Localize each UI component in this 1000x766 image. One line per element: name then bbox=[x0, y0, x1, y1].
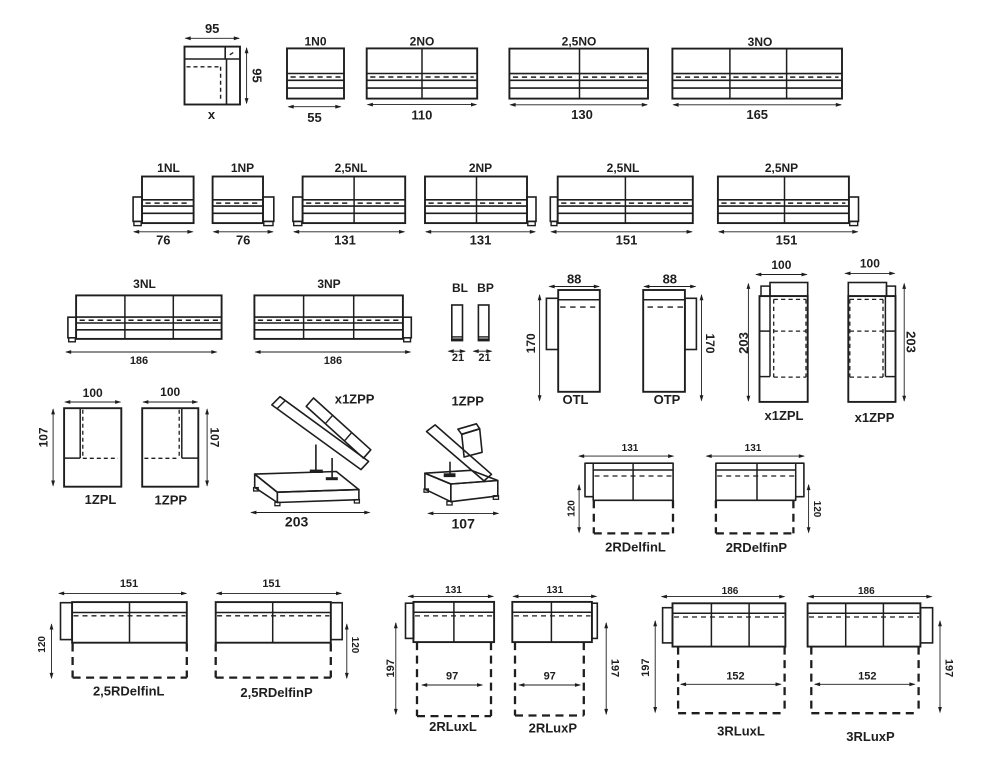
svg-text:131: 131 bbox=[745, 443, 762, 454]
svg-text:100: 100 bbox=[860, 256, 880, 270]
svg-text:186: 186 bbox=[324, 355, 342, 367]
svg-text:88: 88 bbox=[567, 271, 581, 286]
svg-text:170: 170 bbox=[703, 333, 717, 353]
svg-text:120: 120 bbox=[566, 500, 577, 517]
svg-text:197: 197 bbox=[609, 659, 621, 677]
svg-text:2NO: 2NO bbox=[410, 35, 435, 49]
svg-text:203: 203 bbox=[903, 331, 918, 353]
svg-text:107: 107 bbox=[36, 427, 50, 447]
svg-text:21: 21 bbox=[478, 352, 490, 364]
svg-text:197: 197 bbox=[640, 659, 652, 677]
svg-text:3NO: 3NO bbox=[748, 35, 773, 49]
svg-text:2,5NL: 2,5NL bbox=[335, 161, 368, 175]
svg-text:x1ZPP: x1ZPP bbox=[335, 392, 375, 407]
svg-text:2,5NO: 2,5NO bbox=[562, 34, 597, 48]
svg-text:2NP: 2NP bbox=[469, 161, 492, 175]
svg-text:95: 95 bbox=[205, 21, 219, 36]
svg-text:x1ZPP: x1ZPP bbox=[855, 410, 895, 425]
svg-text:3NL: 3NL bbox=[133, 277, 156, 291]
svg-text:2,5NL: 2,5NL bbox=[607, 161, 640, 175]
svg-text:100: 100 bbox=[160, 385, 180, 399]
svg-text:131: 131 bbox=[470, 233, 492, 248]
svg-text:2RLuxL: 2RLuxL bbox=[429, 719, 477, 734]
svg-text:88: 88 bbox=[663, 271, 677, 286]
svg-text:x: x bbox=[208, 107, 216, 122]
svg-text:2,5RDelfinL: 2,5RDelfinL bbox=[93, 683, 165, 698]
svg-text:97: 97 bbox=[446, 670, 458, 682]
svg-text:1N0: 1N0 bbox=[304, 35, 326, 49]
svg-text:3NP: 3NP bbox=[317, 277, 340, 291]
svg-text:BL: BL bbox=[452, 281, 468, 295]
svg-text:21: 21 bbox=[452, 352, 464, 364]
svg-text:131: 131 bbox=[622, 443, 639, 454]
svg-text:95: 95 bbox=[249, 68, 264, 82]
svg-text:76: 76 bbox=[236, 233, 250, 248]
svg-text:OTP: OTP bbox=[654, 392, 681, 407]
svg-text:97: 97 bbox=[544, 670, 556, 682]
svg-text:76: 76 bbox=[156, 233, 170, 248]
svg-text:1ZPP: 1ZPP bbox=[155, 493, 188, 508]
svg-text:2,5RDelfinP: 2,5RDelfinP bbox=[240, 685, 313, 700]
svg-text:x1ZPL: x1ZPL bbox=[764, 408, 803, 423]
svg-text:100: 100 bbox=[83, 386, 103, 400]
svg-text:BP: BP bbox=[477, 281, 494, 295]
svg-text:1ZPL: 1ZPL bbox=[85, 492, 117, 507]
svg-text:165: 165 bbox=[746, 107, 768, 122]
svg-text:186: 186 bbox=[858, 586, 875, 597]
svg-text:55: 55 bbox=[307, 110, 321, 125]
svg-text:107: 107 bbox=[208, 427, 222, 447]
svg-text:203: 203 bbox=[285, 514, 309, 530]
svg-text:110: 110 bbox=[411, 108, 432, 123]
svg-text:151: 151 bbox=[262, 578, 280, 590]
svg-text:120: 120 bbox=[349, 637, 360, 654]
svg-text:152: 152 bbox=[726, 671, 744, 683]
svg-text:3RLuxP: 3RLuxP bbox=[846, 729, 895, 744]
svg-text:131: 131 bbox=[334, 233, 356, 248]
svg-text:120: 120 bbox=[811, 501, 822, 518]
svg-text:130: 130 bbox=[571, 107, 593, 122]
svg-text:2RLuxP: 2RLuxP bbox=[529, 721, 578, 736]
svg-text:170: 170 bbox=[524, 333, 538, 353]
svg-text:151: 151 bbox=[616, 233, 638, 248]
svg-text:1NL: 1NL bbox=[157, 161, 180, 175]
svg-text:152: 152 bbox=[858, 671, 876, 683]
svg-text:1NP: 1NP bbox=[231, 161, 254, 175]
svg-text:2RDelfinP: 2RDelfinP bbox=[726, 540, 788, 555]
svg-text:151: 151 bbox=[776, 233, 798, 248]
svg-text:131: 131 bbox=[445, 585, 462, 596]
svg-text:197: 197 bbox=[385, 659, 397, 677]
svg-text:100: 100 bbox=[771, 258, 791, 272]
svg-text:203: 203 bbox=[736, 332, 751, 354]
svg-text:131: 131 bbox=[546, 585, 563, 596]
svg-text:2RDelfinL: 2RDelfinL bbox=[605, 539, 666, 554]
svg-text:197: 197 bbox=[943, 659, 955, 677]
svg-text:1ZPP: 1ZPP bbox=[451, 394, 484, 409]
svg-text:107: 107 bbox=[452, 516, 476, 532]
svg-text:OTL: OTL bbox=[563, 392, 589, 407]
svg-text:186: 186 bbox=[722, 586, 739, 597]
svg-text:151: 151 bbox=[120, 578, 138, 590]
svg-text:186: 186 bbox=[130, 355, 148, 367]
svg-text:120: 120 bbox=[37, 636, 48, 653]
svg-text:3RLuxL: 3RLuxL bbox=[717, 724, 765, 739]
svg-text:2,5NP: 2,5NP bbox=[765, 161, 798, 175]
